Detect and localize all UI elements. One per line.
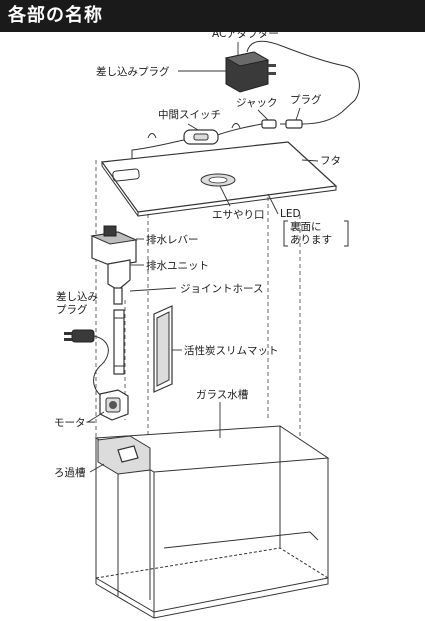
label-lid: フタ <box>320 155 341 167</box>
glass-tank <box>94 425 330 619</box>
label-feeding-port: エサやり口 <box>212 209 265 221</box>
lid <box>100 141 338 217</box>
plug-cord-left <box>64 329 109 399</box>
label-joint-hose: ジョイントホース <box>180 283 263 295</box>
middle-switch <box>131 123 241 160</box>
label-plug-in-left-2: プラグ <box>56 303 88 316</box>
filter-tank <box>97 435 151 600</box>
label-glass-tank: ガラス水槽 <box>196 389 249 401</box>
label-jack: ジャック <box>236 97 277 109</box>
label-drain-unit: 排水ユニット <box>146 259 209 272</box>
label-filter-tank: ろ過槽 <box>54 467 86 479</box>
led-note-bracket <box>283 220 349 247</box>
motor <box>99 389 129 421</box>
label-plug-in-plug-top: 差し込みプラグ <box>96 65 170 78</box>
label-led: LED <box>280 208 301 220</box>
label-ac-adapter: ACアダプター <box>212 27 279 40</box>
drain-unit <box>90 225 138 305</box>
ac-adapter <box>224 40 360 113</box>
label-led-note-2: あります <box>290 234 332 246</box>
label-plug-in-left-1: 差し込み <box>56 290 98 303</box>
section-title: 各部の名称 <box>8 5 103 26</box>
label-led-note-1: 裏面に <box>290 220 322 233</box>
label-plug: プラグ <box>290 93 322 106</box>
label-drain-lever: 排水レバー <box>146 233 199 246</box>
section-header: 各部の名称 <box>0 0 425 32</box>
part-labels: ACアダプター 差し込みプラグ 中間スイッチ ジャック プラグ フタ エサやり口… <box>54 27 341 479</box>
carbon-mat <box>153 305 173 393</box>
leader-lines <box>87 42 319 473</box>
label-motor: モーター <box>54 417 96 429</box>
joint-hose <box>113 309 125 375</box>
label-carbon-mat: 活性炭スリムマット <box>184 344 279 357</box>
label-middle-switch: 中間スイッチ <box>158 108 221 121</box>
